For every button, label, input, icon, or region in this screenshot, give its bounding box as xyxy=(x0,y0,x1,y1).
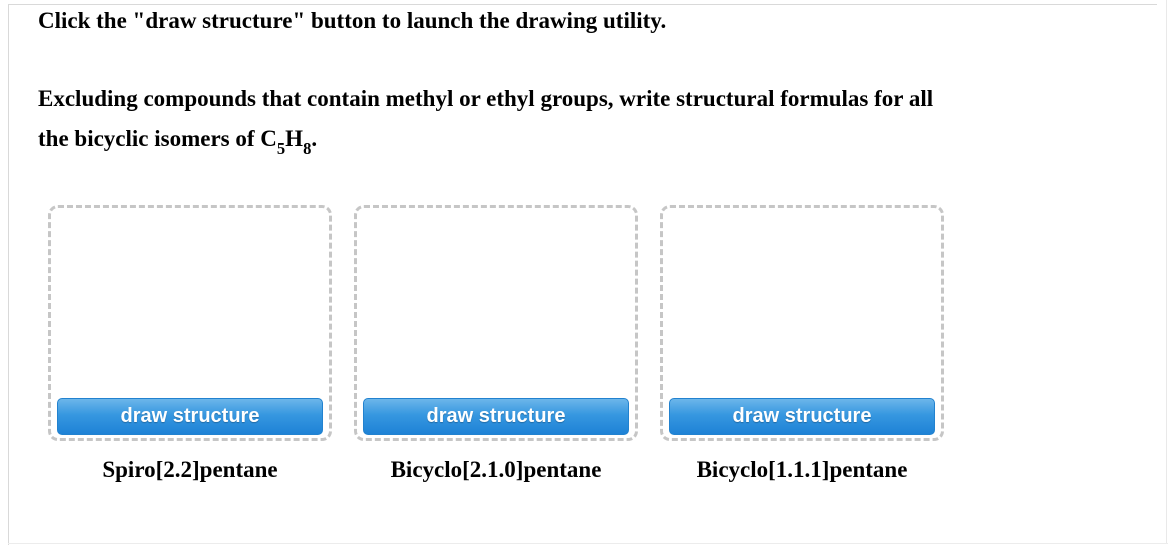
answer-column-bicyclo111: draw structure Bicyclo[1.1.1]pentane xyxy=(660,205,944,483)
compound-name-label-3: Bicyclo[1.1.1]pentane xyxy=(696,457,908,482)
draw-structure-button-1[interactable]: draw structure xyxy=(57,398,323,435)
draw-structure-button-2[interactable]: draw structure xyxy=(363,398,629,435)
question-line-2: the bicyclic isomers of C5H8. xyxy=(38,119,933,159)
structure-drop-area-3[interactable]: draw structure xyxy=(660,205,944,441)
formula-subscript-5: 5 xyxy=(276,138,286,158)
question-period: . xyxy=(311,126,318,151)
structure-drop-area-1[interactable]: draw structure xyxy=(48,205,332,441)
draw-structure-button-3[interactable]: draw structure xyxy=(669,398,935,435)
answer-column-spiro22: draw structure Spiro[2.2]pentane xyxy=(48,205,332,483)
answer-boxes-row: draw structure Spiro[2.2]pentane draw st… xyxy=(48,205,944,483)
structure-drop-area-2[interactable]: draw structure xyxy=(354,205,638,441)
compound-name-label-2: Bicyclo[2.1.0]pentane xyxy=(390,457,602,482)
question-line-2-text: the bicyclic isomers of C xyxy=(38,126,277,151)
answer-column-bicyclo210: draw structure Bicyclo[2.1.0]pentane xyxy=(354,205,638,483)
instruction-text: Click the "draw structure" button to lau… xyxy=(38,8,667,33)
formula-hydrogen: H xyxy=(285,126,304,151)
formula-subscript-8: 8 xyxy=(303,138,312,158)
question-line-1: Excluding compounds that contain methyl … xyxy=(38,86,934,111)
compound-name-label-1: Spiro[2.2]pentane xyxy=(102,457,278,482)
question-text: Excluding compounds that contain methyl … xyxy=(38,79,933,159)
right-edge-line xyxy=(1166,0,1167,544)
